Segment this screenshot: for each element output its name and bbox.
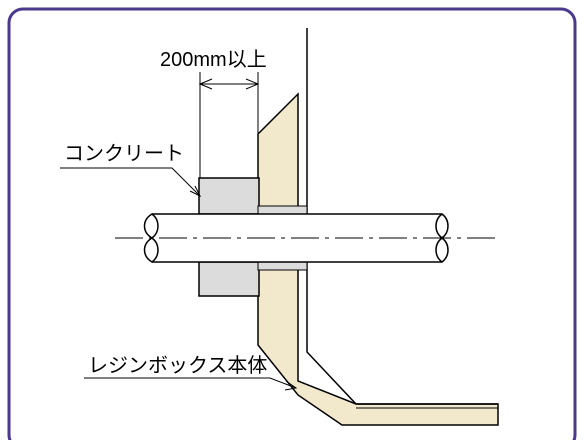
box-wall-lower bbox=[257, 261, 499, 426]
box-body-label: レジンボックス本体 bbox=[88, 354, 267, 377]
concrete-leader-arrow bbox=[189, 185, 202, 198]
dimension-label: 200mm以上 bbox=[160, 48, 267, 71]
concrete-leader-line bbox=[60, 167, 201, 197]
dimension-arrow-left bbox=[198, 78, 213, 90]
concrete-wall-inner-upper bbox=[257, 205, 308, 215]
concrete-label: コンクリート bbox=[64, 142, 184, 165]
pipe-left-end bbox=[143, 213, 159, 263]
box-body-leader-line bbox=[84, 377, 297, 389]
concrete-block-upper bbox=[198, 177, 260, 215]
dimension-arrow-right bbox=[245, 78, 260, 90]
box-body-leader-arrow bbox=[284, 380, 298, 391]
concrete-wall-inner-lower bbox=[257, 261, 308, 271]
box-wall-outer-line bbox=[306, 28, 498, 405]
concrete-block-lower bbox=[198, 261, 260, 297]
